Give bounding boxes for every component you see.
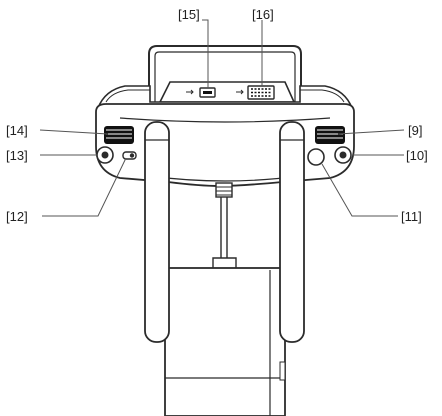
callout-16: [16] [252,7,274,22]
right-button-large [307,148,325,166]
holder-button [279,361,286,381]
left-button [96,146,114,164]
holder-clip [212,257,237,270]
callout-13: [13] [6,148,28,163]
front-face-curve [119,117,331,123]
leader-9 [337,129,405,135]
shoulder-strip-right [300,89,345,103]
leader-12 [42,157,127,217]
antenna-right [279,121,305,343]
leader-11 [321,163,398,217]
callout-11: [11] [401,209,422,224]
antenna-left [144,121,170,343]
left-switch [122,151,137,160]
leader-14 [39,129,109,135]
controller-handle-inner [154,51,296,104]
controller-body [95,103,355,187]
controller-shoulders [96,85,354,109]
leader-15 [202,19,209,88]
callout-12: [12] [6,209,28,224]
device-holder [164,267,286,416]
shoulder-strip-left [105,89,150,103]
callout-15: [15] [178,7,200,22]
cable-knurl [216,186,232,196]
controller-handle [148,45,302,104]
right-button-small [334,146,352,164]
usb-port-16 [236,85,275,100]
callout-14: [14] [6,123,28,138]
leader-lines [39,19,405,217]
cable [220,197,228,262]
callout-9: [9] [408,123,422,138]
left-dial-wheel [104,126,134,144]
callout-10: [10] [406,148,428,163]
right-dial-wheel [315,126,345,144]
